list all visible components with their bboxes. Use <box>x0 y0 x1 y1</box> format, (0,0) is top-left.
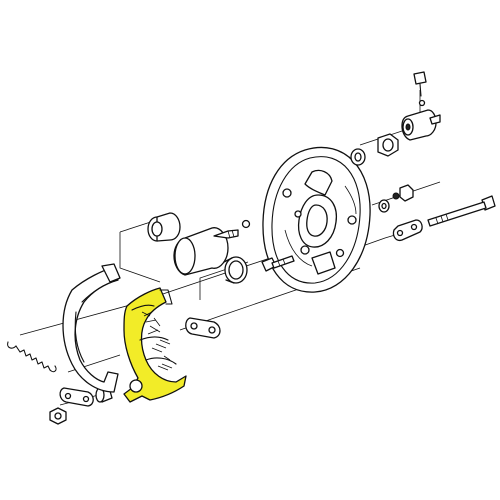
backing-plate <box>262 146 371 293</box>
return-spring <box>7 341 57 373</box>
anchor-bolt <box>261 255 295 272</box>
nut-lower <box>49 407 67 425</box>
brake-shoe-plain <box>62 263 121 393</box>
adjuster-sleeve <box>173 219 251 276</box>
wheel-cylinder <box>147 212 181 242</box>
link-plate-center <box>185 317 221 339</box>
bleeder-assembly <box>401 71 441 141</box>
brake-shoe-highlighted <box>123 287 187 403</box>
link-plate-right <box>392 219 423 242</box>
adjuster-nut <box>223 256 248 284</box>
washers-nuts <box>350 133 414 213</box>
link-plate-lower <box>59 387 94 407</box>
alignment-guides <box>19 90 441 406</box>
long-bolt <box>427 195 496 227</box>
